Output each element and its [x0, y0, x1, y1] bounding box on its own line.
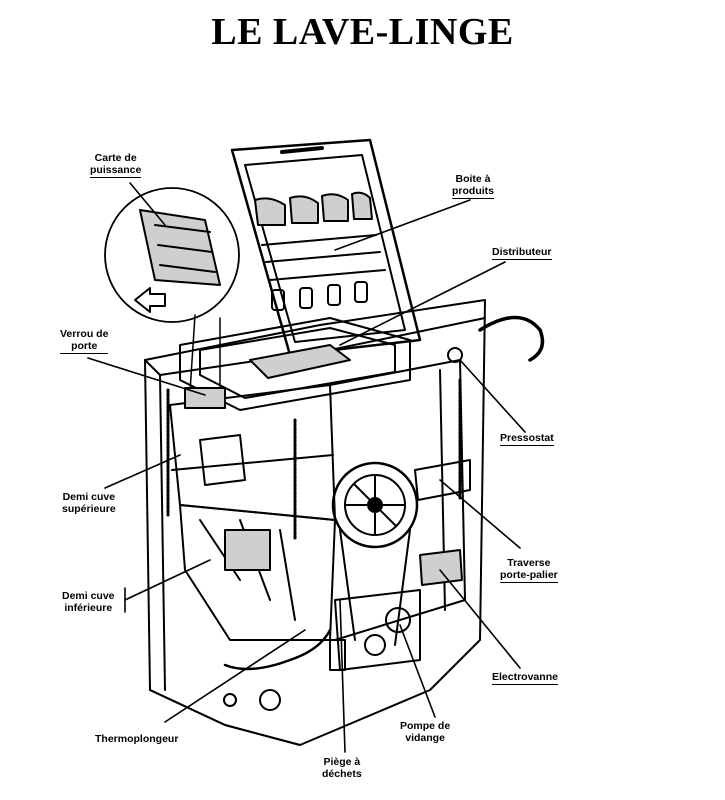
- page-title: LE LAVE-LINGE: [211, 11, 514, 53]
- inset-arrow: [134, 287, 166, 313]
- label-demi-cuve-inferieure: Demi cuve inférieure: [62, 590, 115, 614]
- lower-tub-block: [224, 529, 271, 571]
- electrovalve: [419, 549, 463, 586]
- bearing-crossmember: [414, 459, 471, 501]
- leader-traverse-porte-palier: [439, 479, 521, 549]
- label-demi-cuve-superieure: Demi cuve supérieure: [62, 491, 116, 515]
- label-verrou-de-porte: Verrou de porte: [60, 328, 109, 354]
- drawer-slot-1: [254, 197, 286, 226]
- pressure-hose: [478, 315, 545, 362]
- drain-outlet: [259, 689, 281, 711]
- drum-pulley-spokes: [344, 474, 406, 536]
- label-thermoplongeur: Thermoplongeur: [95, 733, 179, 745]
- leader-verrou-de-porte: [87, 357, 206, 396]
- label-pressostat: Pressostat: [500, 432, 554, 446]
- leader-thermoplongeur: [164, 629, 306, 723]
- lid-handle: [280, 146, 324, 154]
- cabinet-left-edge: [159, 374, 166, 691]
- inset-circle: [104, 187, 240, 323]
- heating-element: [223, 628, 332, 671]
- inset-connector: [189, 314, 221, 393]
- motor: [334, 589, 421, 671]
- drawer-slot-3: [321, 193, 349, 222]
- lower-half-tub: [179, 504, 336, 641]
- drawer-slot-7: [327, 284, 341, 306]
- drum-pulley-outer: [331, 461, 419, 549]
- lid-inner: [244, 154, 406, 343]
- drawer-slot-4: [351, 191, 373, 220]
- leader-piege-a-dechets: [339, 599, 346, 753]
- label-carte-de-puissance: Carte de puissance: [90, 152, 142, 178]
- power-board-detail: [154, 224, 216, 273]
- drawer-row-2: [261, 234, 386, 281]
- drawer-slot-6: [299, 287, 313, 309]
- waste-trap: [329, 639, 346, 671]
- drain-pump: [385, 607, 411, 633]
- label-traverse-porte-palier: Traverse porte-palier: [500, 557, 558, 583]
- leader-boite-a-produits: [334, 199, 471, 251]
- label-pompe-de-vidange: Pompe de vidange: [400, 720, 451, 744]
- drum-top-hatch: [249, 344, 351, 379]
- tub-opening: [179, 317, 411, 411]
- upper-half-tub-window: [199, 434, 246, 486]
- drive-belt: [339, 529, 411, 646]
- drawer-slot-8: [354, 281, 368, 303]
- cabinet-base: [149, 689, 301, 746]
- motor-pulley: [364, 634, 386, 656]
- leader-pressostat: [459, 359, 526, 433]
- lower-foot-left: [223, 693, 237, 707]
- leader-distributeur: [339, 261, 506, 346]
- drawer-slot-2: [289, 195, 319, 224]
- leader-demi-cuve-superieure: [104, 454, 181, 489]
- leader-pompe-de-vidange: [399, 624, 436, 718]
- leader-electrovanne: [439, 569, 521, 669]
- upper-tub-seam: [171, 454, 334, 471]
- label-electrovanne: Electrovanne: [492, 671, 558, 685]
- label-distributeur: Distributeur: [492, 246, 552, 260]
- leader-demi-cuve-inferieure: [124, 559, 211, 613]
- pressure-switch: [447, 347, 463, 363]
- leader-carte-de-puissance: [129, 182, 166, 226]
- lid-outer: [230, 138, 422, 357]
- door-lock: [184, 387, 226, 409]
- label-piege-a-dechets: Piège à déchets: [322, 756, 362, 780]
- leader-lines: [87, 182, 526, 753]
- cabinet-top-edge: [144, 317, 486, 376]
- side-frame: [329, 359, 466, 641]
- label-boite-a-produits: Boite à produits: [452, 173, 494, 199]
- drawer-slot-5: [271, 289, 285, 311]
